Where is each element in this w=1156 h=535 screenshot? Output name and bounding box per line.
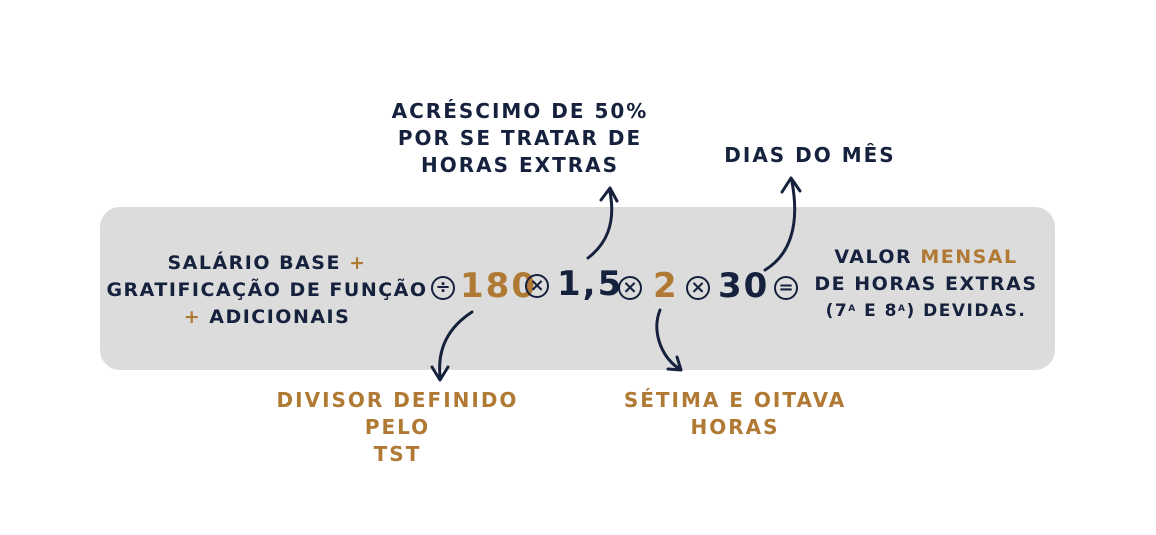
- times-icon: ×: [618, 276, 642, 300]
- number-1-5: 1,5: [557, 264, 624, 304]
- number-2: 2: [653, 266, 679, 306]
- divide-icon: ÷: [431, 276, 455, 300]
- annotation-acrescimo-line3: HORAS EXTRAS: [421, 153, 619, 177]
- annotation-acrescimo: ACRÉSCIMO DE 50% POR SE TRATAR DE HORAS …: [380, 98, 660, 179]
- equals-icon: =: [774, 276, 798, 300]
- annotation-setima: SÉTIMA E OITAVA HORAS: [610, 387, 860, 441]
- annotation-acrescimo-line2: POR SE TRATAR DE: [397, 126, 643, 150]
- result-line-3: (7a E 8a) DEVIDAS.: [806, 298, 1046, 325]
- annotation-divisor-line1: DIVISOR DEFINIDO PELO: [276, 388, 519, 439]
- plus-sign: +: [183, 306, 202, 328]
- arrow-dias: [763, 180, 797, 272]
- arrow-dias-head: [780, 176, 802, 194]
- times-icon: ×: [686, 276, 710, 300]
- gratificacao-text: GRATIFICAÇÃO DE FUNÇÃO: [106, 279, 428, 301]
- annotation-setima-line2: HORAS: [690, 415, 780, 439]
- arrow-divisor: [438, 310, 474, 378]
- devidas-text: ) DEVIDAS.: [906, 301, 1027, 321]
- adicionais-text: ADICIONAIS: [209, 306, 351, 328]
- arrow-setima: [655, 308, 680, 370]
- result-line-2: DE HORAS EXTRAS: [814, 273, 1038, 295]
- valor-text: VALOR: [834, 246, 913, 268]
- times-icon: ×: [525, 274, 549, 298]
- annotation-setima-line1: SÉTIMA E OITAVA: [623, 388, 847, 412]
- ordinal-sup-1: a: [848, 304, 857, 314]
- salario-base-text: SALÁRIO BASE: [167, 252, 341, 274]
- mensal-text: MENSAL: [920, 246, 1018, 268]
- number-30: 30: [718, 266, 770, 306]
- formula-left-term: SALÁRIO BASE + GRATIFICAÇÃO DE FUNÇÃO + …: [106, 250, 428, 331]
- plus-sign: +: [349, 252, 367, 274]
- arrow-acrescimo-head: [599, 186, 619, 203]
- number-180: 180: [460, 266, 537, 306]
- annotation-acrescimo-line1: ACRÉSCIMO DE 50%: [391, 99, 649, 123]
- arrow-divisor-head: [430, 365, 450, 382]
- formula-result: VALOR MENSAL DE HORAS EXTRAS (7a E 8a) D…: [806, 244, 1046, 325]
- left-line-1: SALÁRIO BASE +: [106, 250, 428, 277]
- left-line-3: + ADICIONAIS: [106, 304, 428, 331]
- arrow-setima-head: [666, 355, 683, 372]
- ordinal-7: (7: [825, 301, 849, 321]
- annotation-dias-do-mes: DIAS DO MÊS: [724, 143, 896, 167]
- arrow-acrescimo: [586, 190, 614, 260]
- result-line-1: VALOR MENSAL: [806, 244, 1046, 271]
- formula-box: [100, 207, 1055, 370]
- ordinal-8: E 8: [856, 301, 898, 321]
- ordinal-sup-2: a: [898, 304, 907, 314]
- annotation-divisor-line2: TST: [373, 442, 422, 466]
- annotation-divisor: DIVISOR DEFINIDO PELO TST: [240, 387, 555, 468]
